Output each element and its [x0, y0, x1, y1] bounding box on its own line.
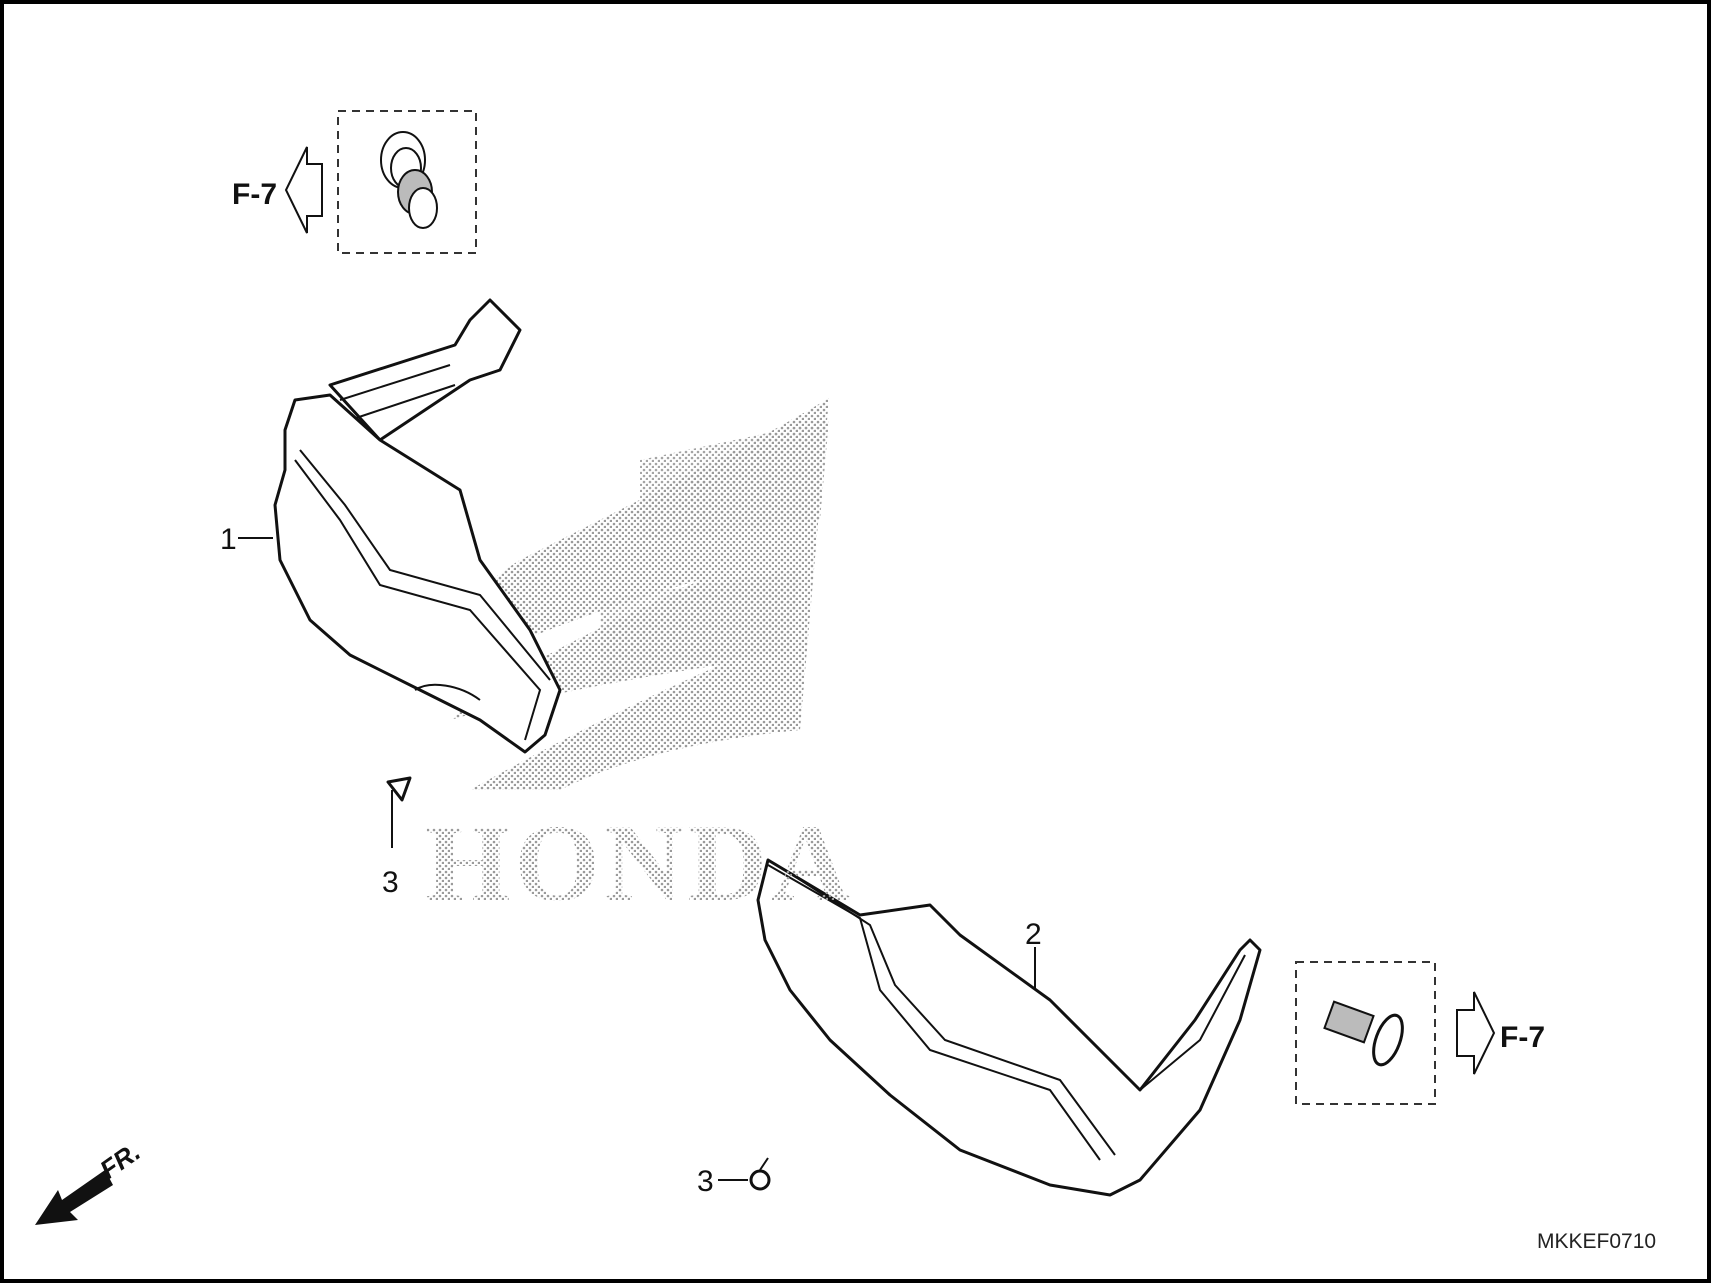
honda-watermark-text: HONDA — [425, 802, 854, 924]
callout-3-top: 3 — [382, 866, 399, 899]
bolt-detail-box-right — [1295, 961, 1436, 1105]
callout-2: 2 — [1025, 918, 1042, 951]
reference-arrow-left-icon — [284, 146, 323, 234]
diagram-code: MKKEF0710 — [1537, 1230, 1656, 1253]
reference-label-top: F-7 — [232, 178, 277, 211]
callout-1: 1 — [220, 523, 237, 556]
part-1-handguard-left — [273, 298, 562, 754]
bolt-icon — [380, 131, 438, 229]
bolt-icon-right — [1323, 1000, 1404, 1067]
front-direction-arrow-icon — [35, 1170, 113, 1225]
screw-icon-top — [386, 776, 412, 848]
reference-arrow-right-icon — [1456, 991, 1496, 1075]
callout-3-bottom: 3 — [697, 1165, 714, 1198]
part-2-handguard-right — [756, 858, 1262, 1197]
screw-icon-bottom — [749, 1157, 771, 1191]
reference-label-right: F-7 — [1500, 1021, 1545, 1054]
